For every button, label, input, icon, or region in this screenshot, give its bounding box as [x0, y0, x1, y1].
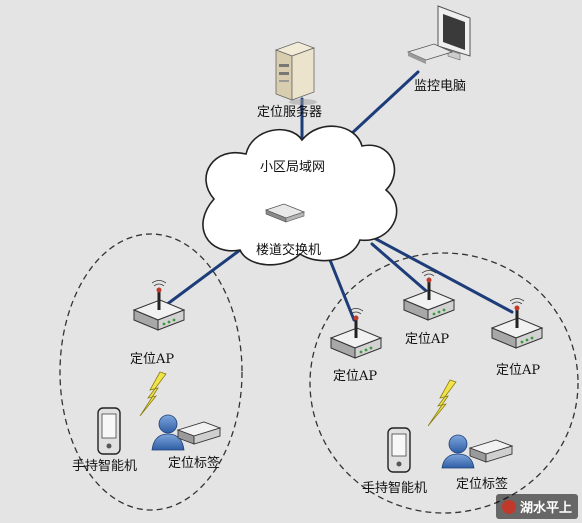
- watermark: 湖水平上: [495, 494, 578, 519]
- link-switch-ap-midleft: [328, 258, 356, 322]
- person-icon-left: [151, 414, 185, 451]
- ap-icon-mid-left: [329, 308, 383, 359]
- coverage-zone-left: [59, 233, 243, 511]
- tag-icon-left: [176, 421, 222, 445]
- watermark-text: 湖水平上: [519, 501, 572, 516]
- label-ap-mid-top: 定位AP: [405, 332, 450, 347]
- ap-icon-mid-top: [402, 270, 456, 321]
- label-lan: 小区局域网: [260, 160, 326, 175]
- server-icon: [274, 41, 317, 105]
- label-handheld-left: 手持智能机: [72, 459, 138, 474]
- monitor-icon: [406, 5, 471, 64]
- label-tag-left: 定位标签: [168, 456, 221, 471]
- ap-icon-left: [132, 280, 186, 331]
- link-switch-ap-right: [374, 237, 514, 314]
- handheld-icon-right: [387, 427, 411, 473]
- tag-icon-right: [468, 439, 514, 463]
- coverage-zone-right: [309, 252, 579, 514]
- label-tag-right: 定位标签: [456, 477, 509, 492]
- label-ap-mid-left: 定位AP: [333, 369, 378, 384]
- link-monitor-lan: [348, 70, 420, 137]
- link-switch-ap-left: [160, 248, 242, 310]
- wireless-lightning-icon-right: [427, 379, 457, 427]
- handheld-icon-left: [97, 407, 121, 455]
- watermark-logo-icon: [501, 500, 516, 514]
- lan-cloud: [202, 125, 398, 266]
- label-server: 定位服务器: [257, 105, 323, 120]
- person-icon-right: [441, 434, 475, 469]
- ap-icon-right: [490, 298, 544, 349]
- label-switch: 楼道交换机: [256, 243, 322, 258]
- label-handheld-right: 手持智能机: [362, 481, 428, 496]
- switch-icon: [264, 203, 306, 223]
- wireless-lightning-icon-left: [139, 371, 167, 417]
- label-ap-left: 定位AP: [130, 352, 175, 367]
- label-ap-right: 定位AP: [496, 363, 541, 378]
- link-switch-ap-midtop: [370, 242, 434, 298]
- label-monitor-pc: 监控电脑: [414, 79, 467, 94]
